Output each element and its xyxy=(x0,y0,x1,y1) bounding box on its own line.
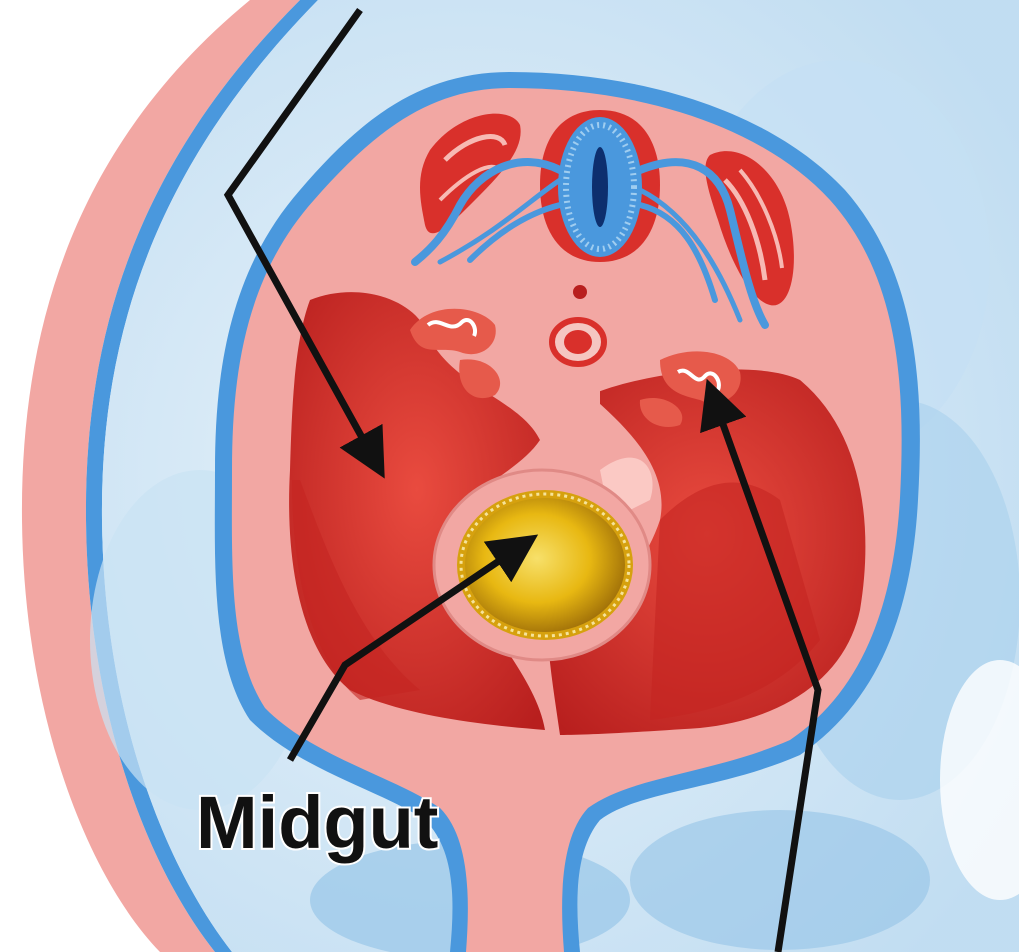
notochord xyxy=(573,285,587,299)
dorsal-aorta xyxy=(552,320,604,364)
midgut-label: Midgut xyxy=(196,781,438,864)
dorsal-mesentery xyxy=(545,360,600,478)
neural-tube xyxy=(540,110,660,262)
